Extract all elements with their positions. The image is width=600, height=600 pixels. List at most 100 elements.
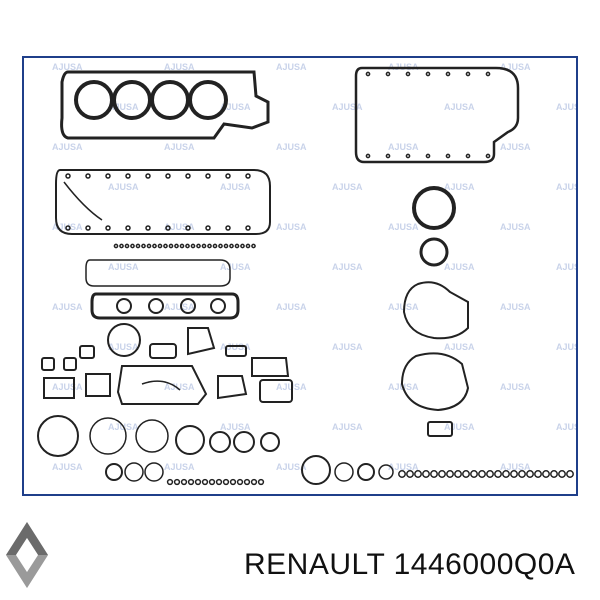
watermark-text: AJUSA — [500, 142, 531, 152]
watermark-text: AJUSA — [164, 222, 195, 232]
small-o-ring — [406, 470, 414, 478]
watermark-text: AJUSA — [388, 462, 419, 472]
small-o-ring — [180, 478, 188, 486]
watermark-pattern: AJUSA AJUSA AJUSA AJUSA AJUSA AJUSA AJUSA AJUSA… — [52, 62, 576, 472]
gaskets — [37, 66, 520, 485]
watermark-text: AJUSA — [276, 222, 307, 232]
small-o-ring — [534, 470, 542, 478]
rear-crank-seal — [419, 237, 449, 267]
watermark-text: AJUSA — [52, 62, 83, 72]
small-o-ring — [105, 173, 111, 179]
small-o-ring — [215, 478, 223, 486]
small-o-ring — [502, 470, 510, 478]
small-o-ring — [173, 478, 181, 486]
small-o-ring — [251, 243, 256, 249]
small-o-ring — [179, 243, 185, 249]
small-o-ring — [470, 470, 478, 478]
watermark-text: AJUSA — [52, 462, 83, 472]
cylinder-head-gasket — [60, 70, 270, 140]
watermark-text: AJUSA — [332, 182, 363, 192]
small-o-ring — [478, 470, 486, 478]
small-o-ring — [485, 153, 491, 159]
small-o-ring — [124, 243, 130, 249]
renault-diamond-icon — [6, 522, 48, 588]
front-crank-seal — [412, 186, 456, 230]
small-o-ring — [165, 173, 171, 179]
small-o-ring — [185, 173, 191, 179]
small-o-ring — [229, 478, 237, 486]
small-o-ring — [174, 243, 179, 249]
watermark-text: AJUSA — [444, 262, 475, 272]
small-o-ring — [245, 225, 251, 231]
watermark-text: AJUSA — [556, 262, 576, 272]
small-o-ring — [465, 71, 471, 77]
small-o-ring — [365, 71, 371, 77]
small-o-ring — [438, 470, 446, 478]
small-o-ring — [165, 225, 171, 231]
small-o-ring — [145, 225, 151, 231]
watermark-text: AJUSA — [556, 182, 576, 192]
small-o-ring — [485, 71, 491, 77]
small-o-ring — [245, 173, 251, 179]
small-o-ring — [385, 153, 391, 159]
small-o-ring — [243, 478, 251, 486]
watermark-text: AJUSA — [556, 342, 576, 352]
small-o-ring — [486, 470, 494, 478]
small-o-ring — [414, 470, 422, 478]
watermark-text: AJUSA — [52, 222, 83, 232]
small-o-ring — [225, 173, 231, 179]
small-o-ring — [465, 153, 471, 159]
watermark-text: AJUSA — [444, 422, 475, 432]
small-o-ring — [205, 225, 211, 231]
small-o-ring — [526, 470, 534, 478]
small-o-ring — [223, 243, 229, 249]
watermark-text: AJUSA — [276, 62, 307, 72]
small-o-ring — [445, 71, 451, 77]
watermark-text: AJUSA — [332, 422, 363, 432]
watermark-text: AJUSA — [388, 222, 419, 232]
small-o-ring — [190, 243, 196, 249]
watermark-text: AJUSA — [220, 182, 251, 192]
watermark-text: AJUSA — [108, 182, 139, 192]
brand-name: RENAULT — [244, 548, 385, 581]
watermark-text: AJUSA — [108, 342, 139, 352]
watermark-text: AJUSA — [108, 102, 139, 112]
small-o-ring — [125, 173, 131, 179]
small-o-ring — [494, 470, 502, 478]
small-o-ring — [166, 478, 174, 486]
small-o-ring — [168, 243, 174, 249]
small-o-ring — [566, 470, 574, 478]
gasket-set-image: AJUSA AJUSA AJUSA AJUSA AJUSA AJUSA AJUSA AJUSA… — [22, 56, 578, 496]
small-o-ring — [208, 478, 216, 486]
watermark-text: AJUSA — [52, 382, 83, 392]
small-o-ring — [229, 243, 234, 249]
small-o-ring — [145, 173, 151, 179]
watermark-text: AJUSA — [500, 302, 531, 312]
watermark-text: AJUSA — [164, 62, 195, 72]
watermark-text: AJUSA — [52, 142, 83, 152]
small-o-ring — [125, 225, 131, 231]
watermark-text: AJUSA — [220, 262, 251, 272]
small-o-ring — [152, 243, 157, 249]
watermark-text: AJUSA — [556, 102, 576, 112]
small-o-ring — [85, 225, 91, 231]
watermark-text: AJUSA — [164, 142, 195, 152]
gasket-diagram: AJUSA AJUSA AJUSA AJUSA AJUSA AJUSA AJUSA AJUSA… — [37, 62, 576, 486]
small-o-ring — [65, 173, 71, 179]
watermark-text: AJUSA — [500, 222, 531, 232]
small-o-ring — [222, 478, 230, 486]
watermark-text: AJUSA — [164, 462, 195, 472]
small-o-ring — [245, 243, 251, 249]
small-o-ring — [445, 153, 451, 159]
small-o-ring — [518, 470, 526, 478]
small-o-ring — [185, 225, 191, 231]
watermark-text: AJUSA — [52, 302, 83, 312]
watermark-text: AJUSA — [332, 102, 363, 112]
small-o-ring — [212, 243, 218, 249]
small-o-ring — [425, 71, 431, 77]
water-pump-gasket-1 — [402, 281, 469, 340]
small-o-ring — [425, 153, 431, 159]
small-o-ring — [65, 225, 71, 231]
small-o-ring — [201, 478, 209, 486]
small-o-ring — [365, 153, 371, 159]
